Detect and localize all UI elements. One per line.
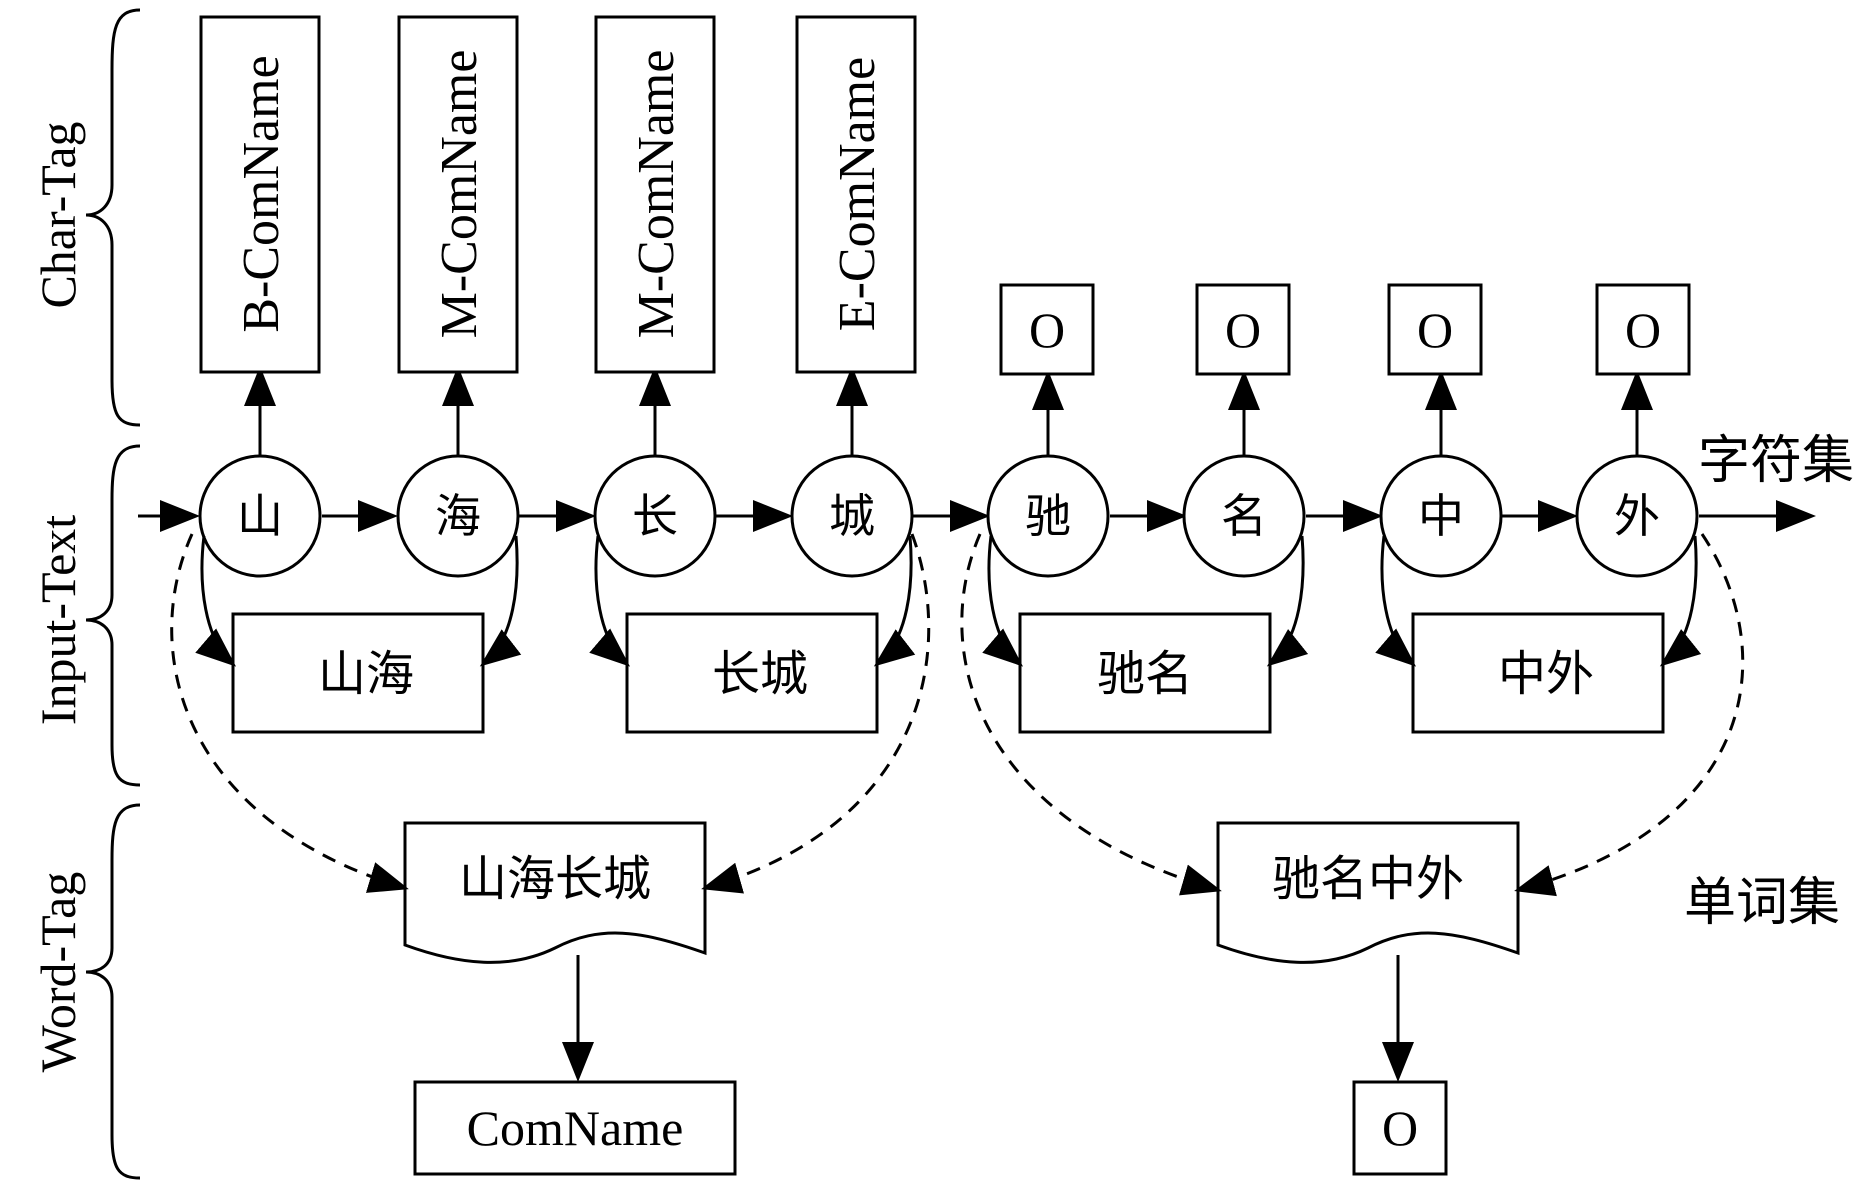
sub-word-box: 长城 <box>625 612 879 734</box>
input-char-label: 中 <box>1418 489 1464 543</box>
sub-word-label: 驰名 <box>1097 646 1193 702</box>
word-box: 驰名中外 <box>1216 821 1520 964</box>
section-label-word-tag: Word-Tag <box>30 872 86 1073</box>
char-tag-box: E-ComName <box>795 15 917 374</box>
word-set-label: 单词集 <box>1684 873 1840 933</box>
char-tag-box: O <box>1195 283 1291 376</box>
brace-input-text <box>85 444 141 787</box>
char-tag-box: O <box>1595 283 1691 376</box>
brace-word-tag <box>85 803 141 1180</box>
char-tag-box: O <box>1387 283 1483 376</box>
brace-char-tag <box>85 8 141 427</box>
input-char-node: 城 <box>790 454 914 578</box>
input-char-label: 长 <box>632 489 678 543</box>
sub-word-label: 中外 <box>1498 646 1594 702</box>
char-tag-label: B-ComName <box>233 55 290 332</box>
word-label: 山海长城 <box>459 851 651 907</box>
input-char-node: 山 <box>198 454 322 578</box>
char-tag-box: M-ComName <box>594 15 716 374</box>
char-tag-label: M-ComName <box>431 50 488 339</box>
input-char-label: 城 <box>829 489 875 543</box>
input-char-label: 驰 <box>1025 489 1071 543</box>
char-tag-label: O <box>1625 302 1661 358</box>
word-dashed-arrow <box>701 533 931 894</box>
sub-word-arrow <box>195 535 237 667</box>
sub-word-label: 长城 <box>712 646 808 702</box>
char-tag-label: M-ComName <box>628 50 685 339</box>
word-tag-box: ComName <box>413 1080 737 1176</box>
sub-word-box: 山海 <box>231 612 485 734</box>
char-tag-box: O <box>999 283 1095 376</box>
sub-word-label: 山海 <box>318 646 414 702</box>
input-char-node: 名 <box>1182 454 1306 578</box>
input-char-node: 驰 <box>986 454 1110 578</box>
input-char-label: 海 <box>435 489 481 543</box>
word-label: 驰名中外 <box>1272 851 1464 907</box>
sub-word-arrow <box>589 535 631 667</box>
input-char-node: 中 <box>1379 454 1503 578</box>
sub-word-arrow <box>982 535 1024 667</box>
sub-word-arrow <box>873 535 916 667</box>
sub-word-arrow <box>1375 535 1417 667</box>
sub-word-arrow <box>1266 535 1309 667</box>
section-label-input-text: Input-Text <box>30 515 86 725</box>
input-char-node: 外 <box>1575 454 1699 578</box>
char-set-label: 字符集 <box>1698 431 1854 491</box>
word-tag-label: ComName <box>467 1100 684 1156</box>
word-tag-label: O <box>1382 1100 1418 1156</box>
input-char-node: 海 <box>396 454 520 578</box>
char-tag-label: O <box>1225 302 1261 358</box>
input-char-label: 名 <box>1221 489 1267 543</box>
char-tag-label: O <box>1417 302 1453 358</box>
section-label-char-tag: Char-Tag <box>30 121 86 308</box>
char-tag-label: E-ComName <box>829 57 886 331</box>
char-tag-label: O <box>1029 302 1065 358</box>
word-dashed-arrow <box>1514 533 1745 897</box>
word-box: 山海长城 <box>403 821 707 964</box>
sub-word-box: 中外 <box>1411 612 1665 734</box>
sub-word-box: 驰名 <box>1018 612 1272 734</box>
word-dashed-arrow <box>170 533 409 893</box>
input-char-label: 山 <box>237 489 283 543</box>
word-tag-box: O <box>1352 1080 1448 1176</box>
input-char-node: 长 <box>593 454 717 578</box>
char-tag-box: B-ComName <box>199 15 321 374</box>
word-dashed-arrow <box>960 533 1222 896</box>
sub-word-arrow <box>479 535 522 667</box>
input-char-label: 外 <box>1614 489 1660 543</box>
char-tag-box: M-ComName <box>397 15 519 374</box>
sub-word-arrow <box>1659 535 1702 667</box>
